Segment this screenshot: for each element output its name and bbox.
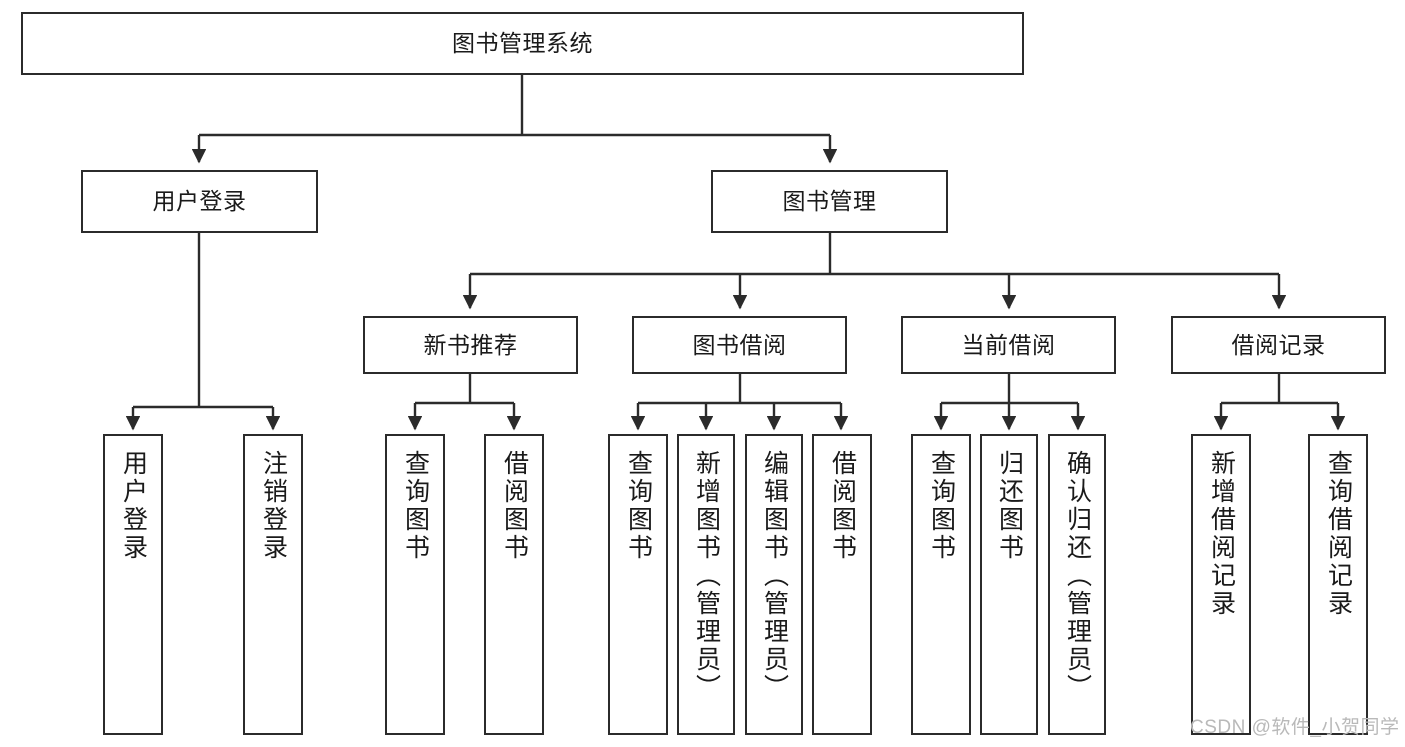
node-borrow-record[interactable]: 借阅记录 [1171, 316, 1386, 374]
node-leaf-logout-login[interactable]: 注销登录 [243, 434, 303, 735]
node-label: 用户登录 [119, 450, 148, 562]
node-label: 借阅图书 [500, 450, 529, 562]
node-leaf-borrow-book[interactable]: 借阅图书 [812, 434, 872, 735]
node-label: 归还图书 [995, 450, 1024, 562]
node-current-borrow[interactable]: 当前借阅 [901, 316, 1116, 374]
node-book-management-system[interactable]: 图书管理系统 [21, 12, 1024, 75]
node-book-management[interactable]: 图书管理 [711, 170, 948, 233]
node-leaf-query-book-recommend[interactable]: 查询图书 [385, 434, 445, 735]
node-label: 新书推荐 [423, 331, 518, 358]
node-label: 查询借阅记录 [1324, 450, 1353, 618]
node-label: 确认归还（管理员） [1063, 450, 1092, 702]
node-leaf-confirm-return[interactable]: 确认归还（管理员） [1048, 434, 1106, 735]
node-label: 图书借阅 [692, 331, 787, 358]
node-leaf-query-book-borrow[interactable]: 查询图书 [608, 434, 668, 735]
node-label: 图书管理系统 [452, 30, 593, 57]
node-label: 借阅记录 [1231, 331, 1326, 358]
node-user-login[interactable]: 用户登录 [81, 170, 318, 233]
node-label: 新增借阅记录 [1207, 450, 1236, 618]
node-new-book-recommend[interactable]: 新书推荐 [363, 316, 578, 374]
csdn-watermark: CSDN @软件_小贺同学 [1190, 717, 1400, 738]
node-leaf-borrow-book-recommend[interactable]: 借阅图书 [484, 434, 544, 735]
node-leaf-edit-book[interactable]: 编辑图书（管理员） [745, 434, 803, 735]
node-leaf-query-book-current[interactable]: 查询图书 [911, 434, 971, 735]
node-leaf-query-borrow-record[interactable]: 查询借阅记录 [1308, 434, 1368, 735]
node-leaf-user-login[interactable]: 用户登录 [103, 434, 163, 735]
node-label: 借阅图书 [828, 450, 857, 562]
node-label: 图书管理 [782, 188, 877, 215]
node-leaf-return-book[interactable]: 归还图书 [980, 434, 1038, 735]
node-label: 查询图书 [927, 450, 956, 562]
node-leaf-add-borrow-record[interactable]: 新增借阅记录 [1191, 434, 1251, 735]
node-label: 编辑图书（管理员） [760, 450, 789, 702]
node-label: 用户登录 [152, 188, 247, 215]
node-label: 新增图书（管理员） [692, 450, 721, 702]
node-leaf-add-book[interactable]: 新增图书（管理员） [677, 434, 735, 735]
node-label: 查询图书 [624, 450, 653, 562]
node-book-borrow[interactable]: 图书借阅 [632, 316, 847, 374]
node-label: 当前借阅 [961, 331, 1056, 358]
node-label: 查询图书 [401, 450, 430, 562]
node-label: 注销登录 [259, 450, 288, 562]
